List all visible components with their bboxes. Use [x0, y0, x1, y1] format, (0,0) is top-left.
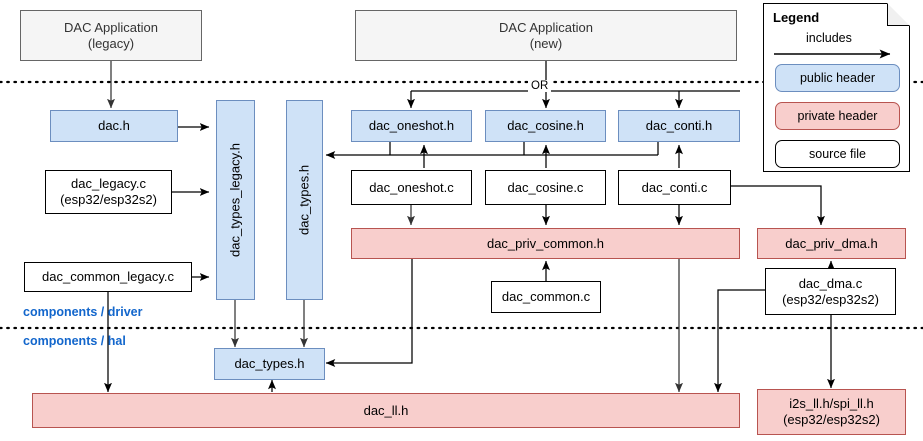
node-label: dac_legacy.c (esp32/esp32s2) — [60, 176, 157, 207]
legend-includes-arrow-icon — [774, 49, 891, 59]
node-dac-oneshot-c[interactable]: dac_oneshot.c — [351, 170, 472, 205]
node-label: dac_cosine.h — [507, 118, 584, 134]
node-label: dac_priv_dma.h — [785, 235, 878, 251]
node-label: DAC Application (legacy) — [64, 19, 158, 51]
node-dac-h[interactable]: dac.h — [50, 110, 178, 142]
node-label: i2s_ll.h/spi_ll.h (esp32/esp32s2) — [783, 396, 880, 427]
legend-panel: Legend includes public header private he… — [763, 3, 910, 172]
node-label: dac_conti.c — [641, 179, 708, 195]
node-dac-common-legacy-c[interactable]: dac_common_legacy.c — [24, 262, 192, 292]
node-label: dac_ll.h — [363, 402, 409, 418]
node-label: dac_types_legacy.h — [227, 143, 243, 257]
node-dac-ll-h[interactable]: dac_ll.h — [32, 393, 740, 428]
node-label: dac_oneshot.h — [368, 118, 455, 134]
node-label: dac_common.c — [501, 289, 591, 305]
node-dac-oneshot-h[interactable]: dac_oneshot.h — [351, 110, 472, 142]
node-label: dac.h — [98, 118, 130, 134]
node-app-legacy[interactable]: DAC Application (legacy) — [20, 10, 202, 61]
legend-arrow-label: includes — [806, 31, 852, 45]
legend-item-label: source file — [809, 147, 866, 161]
node-dac-priv-dma-h[interactable]: dac_priv_dma.h — [757, 228, 906, 259]
node-i2s-spi-ll-h[interactable]: i2s_ll.h/spi_ll.h (esp32/esp32s2) — [757, 389, 906, 435]
node-dac-types-h-driver[interactable]: dac_types.h — [286, 100, 323, 300]
node-dac-conti-c[interactable]: dac_conti.c — [618, 170, 731, 205]
node-label: DAC Application (new) — [499, 19, 593, 51]
node-label: dac_priv_common.h — [486, 235, 605, 251]
legend-item-private-header[interactable]: private header — [775, 102, 900, 130]
node-label: dac_dma.c (esp32/esp32s2) — [782, 275, 879, 307]
zone-label-driver: components / driver — [23, 305, 143, 319]
node-dac-common-c[interactable]: dac_common.c — [491, 281, 601, 313]
or-connector-label: OR — [528, 80, 552, 92]
node-label: dac_types.h — [296, 164, 312, 236]
legend-item-public-header[interactable]: public header — [775, 64, 900, 92]
node-dac-legacy-c[interactable]: dac_legacy.c (esp32/esp32s2) — [45, 170, 172, 214]
zone-label-hal: components / hal — [23, 334, 126, 348]
legend-item-label: private header — [797, 109, 878, 123]
node-dac-cosine-h[interactable]: dac_cosine.h — [485, 110, 606, 142]
node-label: dac_common_legacy.c — [42, 269, 174, 285]
node-label: dac_conti.h — [645, 118, 713, 134]
node-label: dac_cosine.c — [507, 179, 584, 195]
legend-title: Legend — [773, 10, 820, 25]
legend-item-label: public header — [799, 71, 876, 85]
node-label: dac_oneshot.c — [369, 179, 454, 195]
node-label: dac_types.h — [234, 356, 305, 372]
legend-item-source-file[interactable]: source file — [775, 140, 900, 168]
node-dac-priv-common-h[interactable]: dac_priv_common.h — [351, 228, 740, 259]
node-dac-types-legacy-h[interactable]: dac_types_legacy.h — [216, 100, 255, 300]
node-dac-types-h-hal[interactable]: dac_types.h — [214, 348, 325, 380]
node-dac-dma-c[interactable]: dac_dma.c (esp32/esp32s2) — [765, 268, 896, 315]
node-app-new[interactable]: DAC Application (new) — [355, 10, 737, 61]
node-dac-cosine-c[interactable]: dac_cosine.c — [485, 170, 606, 205]
node-dac-conti-h[interactable]: dac_conti.h — [618, 110, 740, 142]
